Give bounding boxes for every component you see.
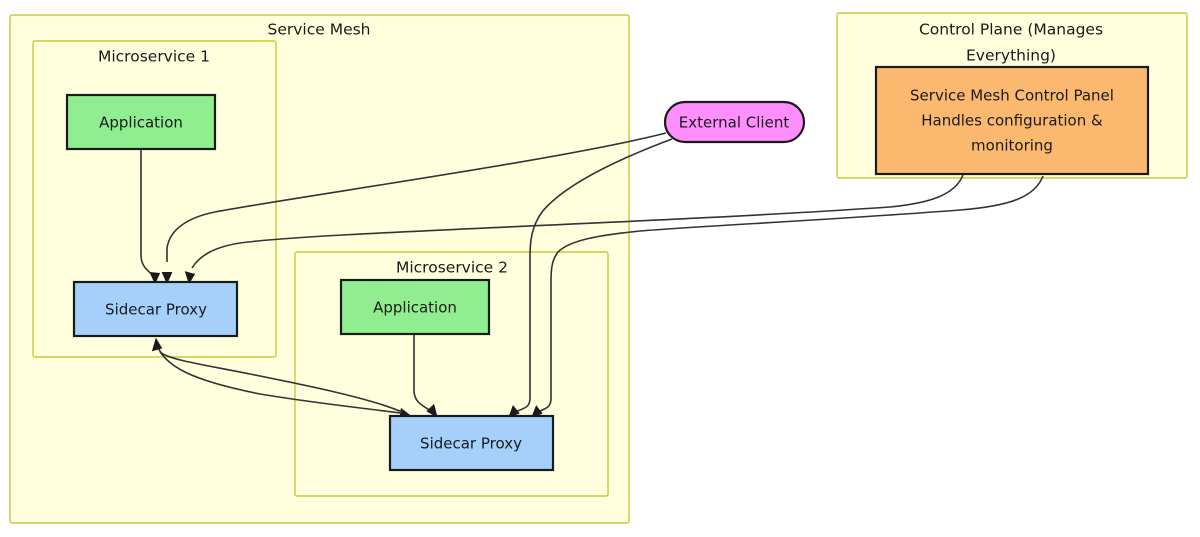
edge-sidecar2-to-sidecar1[interactable] <box>159 351 403 413</box>
cluster-control-plane-label-line-1: Control Plane (Manages <box>919 21 1103 39</box>
edge-group <box>140 132 1044 419</box>
edge-sidecar1-to-sidecar2[interactable] <box>155 339 401 414</box>
edge-control-panel-to-sidecar2[interactable] <box>537 175 1044 413</box>
node-external-client-label: External Client <box>679 114 790 132</box>
node-sidecar-proxy-2-rect <box>388 414 555 472</box>
node-control-panel[interactable]: Service Mesh Control Panel Handles confi… <box>874 65 1150 176</box>
edge-control-panel-to-sidecar1-arrowhead <box>184 271 196 285</box>
edge-external-client-to-sidecar1-arrowhead <box>161 272 173 285</box>
node-sidecar-proxy-2[interactable]: Sidecar Proxy <box>388 414 555 472</box>
node-application-2-rect <box>339 278 491 336</box>
node-application-1-rect <box>65 93 217 151</box>
node-application-1[interactable]: Application <box>65 93 217 151</box>
cluster-microservice-1-label: Microservice 1 <box>98 48 210 66</box>
node-application-2-label: Application <box>373 299 457 317</box>
edge-sidecar2-to-sidecar1-arrowhead <box>151 337 163 352</box>
cluster-microservice-2-label: Microservice 2 <box>396 259 508 277</box>
node-application-1-label: Application <box>99 114 183 132</box>
edge-external-client-to-sidecar1[interactable] <box>166 132 667 262</box>
edge-app2-to-sidecar2-arrowhead <box>426 403 438 419</box>
node-sidecar-proxy-1[interactable]: Sidecar Proxy <box>72 280 239 338</box>
edge-app1-to-sidecar1-arrowhead <box>149 272 161 285</box>
node-external-client-rect <box>663 100 806 144</box>
node-control-panel-rect <box>874 65 1150 176</box>
edge-external-client-to-sidecar2[interactable] <box>514 138 673 413</box>
node-sidecar-proxy-2-label: Sidecar Proxy <box>420 435 522 453</box>
cluster-control-plane-label-line-2: Everything) <box>966 47 1056 65</box>
node-control-panel-label-line-1: Service Mesh Control Panel <box>910 87 1114 105</box>
node-application-2[interactable]: Application <box>339 278 491 336</box>
node-control-panel-label-line-2: Handles configuration & <box>921 112 1103 130</box>
node-sidecar-proxy-1-rect <box>72 280 239 338</box>
node-sidecar-proxy-1-label: Sidecar Proxy <box>105 301 207 319</box>
edge-control-panel-to-sidecar1[interactable] <box>191 174 964 269</box>
cluster-service-mesh-label: Service Mesh <box>267 21 370 39</box>
node-control-panel-label-line-3: monitoring <box>971 137 1053 155</box>
node-external-client[interactable]: External Client <box>663 100 806 144</box>
